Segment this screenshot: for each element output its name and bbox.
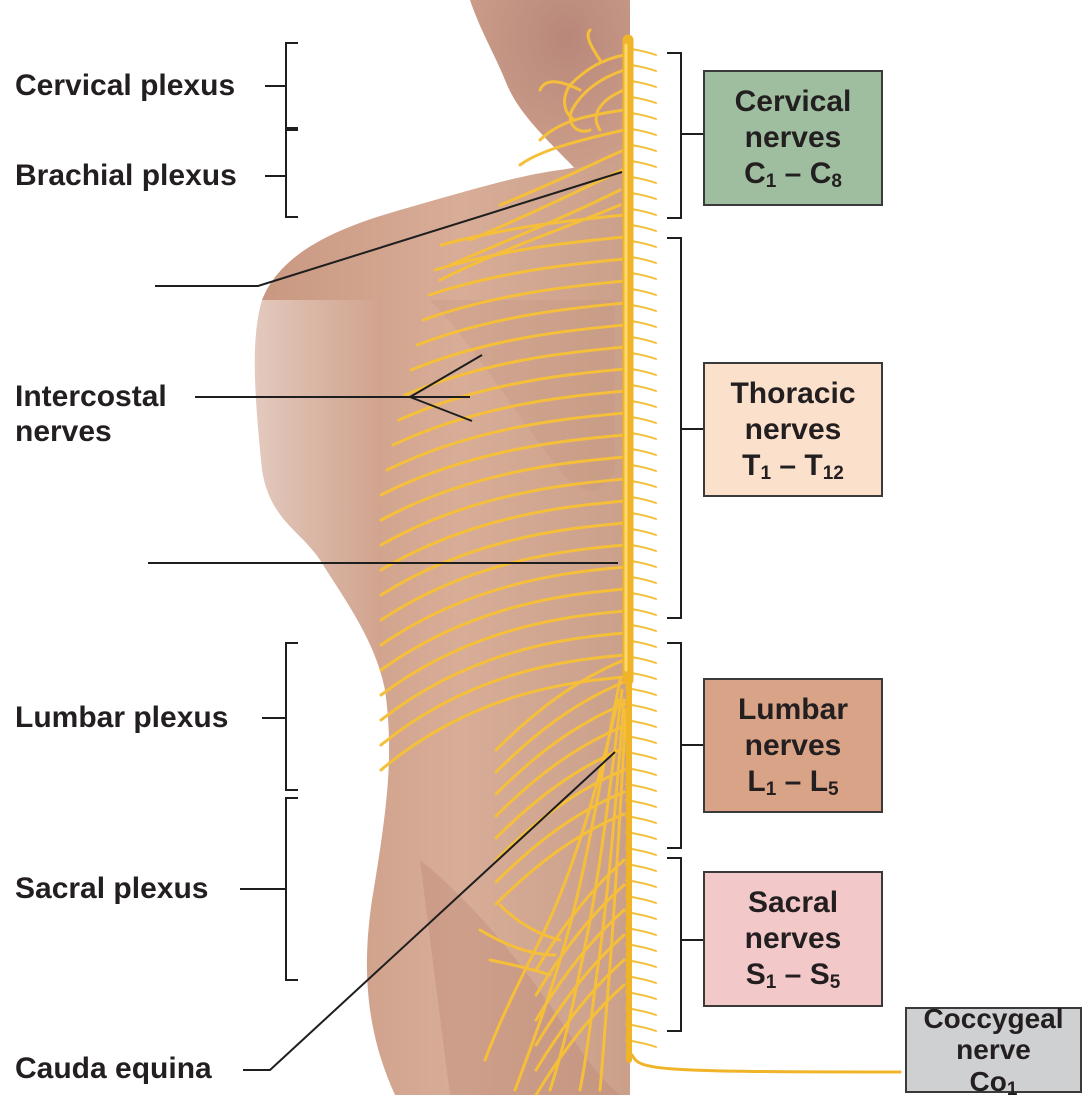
box-thoracic-line1: Thoracic — [730, 376, 855, 412]
box-cervical-range: C1 – C8 — [744, 156, 842, 192]
box-sacral-line1: Sacral — [748, 885, 838, 921]
bracket-brachial-plexus — [265, 130, 298, 217]
box-lumbar-line1: Lumbar — [738, 692, 848, 728]
label-intercostal-nerves: Intercostal nerves — [15, 380, 167, 449]
neck-region — [470, 0, 630, 190]
label-intercostal-line1: Intercostal — [15, 380, 167, 415]
box-coccygeal-range: Co1 — [970, 1066, 1018, 1097]
box-sacral-range: S1 – S5 — [746, 957, 841, 993]
bracket-lumbar-plexus — [262, 643, 298, 790]
label-cervical-plexus: Cervical plexus — [15, 69, 235, 104]
box-lumbar-nerves: Lumbar nerves L1 – L5 — [703, 678, 883, 813]
bracket-sacral-nerves — [667, 858, 703, 1031]
bracket-thoracic-nerves — [667, 238, 703, 618]
box-thoracic-range: T1 – T12 — [742, 448, 844, 484]
back-silhouette — [240, 0, 630, 1095]
bracket-sacral-plexus — [240, 798, 298, 980]
box-coccygeal-line2: nerve — [956, 1034, 1031, 1065]
coccygeal-nerve — [632, 1055, 900, 1072]
box-sacral-nerves: Sacral nerves S1 – S5 — [703, 871, 883, 1007]
box-cervical-line2: nerves — [745, 120, 842, 156]
box-coccygeal-line1: Coccygeal — [923, 1003, 1063, 1034]
bracket-lumbar-nerves — [667, 643, 703, 848]
label-cauda-equina: Cauda equina — [15, 1052, 212, 1087]
box-sacral-line2: nerves — [745, 921, 842, 957]
bracket-cervical-plexus — [265, 43, 298, 128]
box-lumbar-range: L1 – L5 — [747, 764, 838, 800]
box-lumbar-line2: nerves — [745, 728, 842, 764]
arm-fade — [240, 300, 380, 700]
box-cervical-nerves: Cervical nerves C1 – C8 — [703, 70, 883, 206]
box-thoracic-nerves: Thoracic nerves T1 – T12 — [703, 362, 883, 497]
box-thoracic-line2: nerves — [745, 412, 842, 448]
label-intercostal-line2: nerves — [15, 415, 167, 450]
label-brachial-plexus: Brachial plexus — [15, 159, 237, 194]
label-sacral-plexus: Sacral plexus — [15, 872, 208, 907]
box-cervical-line1: Cervical — [735, 84, 852, 120]
bracket-cervical-nerves — [667, 53, 703, 218]
label-lumbar-plexus: Lumbar plexus — [15, 701, 228, 736]
box-coccygeal-nerve: Coccygeal nerve Co1 — [905, 1007, 1082, 1093]
